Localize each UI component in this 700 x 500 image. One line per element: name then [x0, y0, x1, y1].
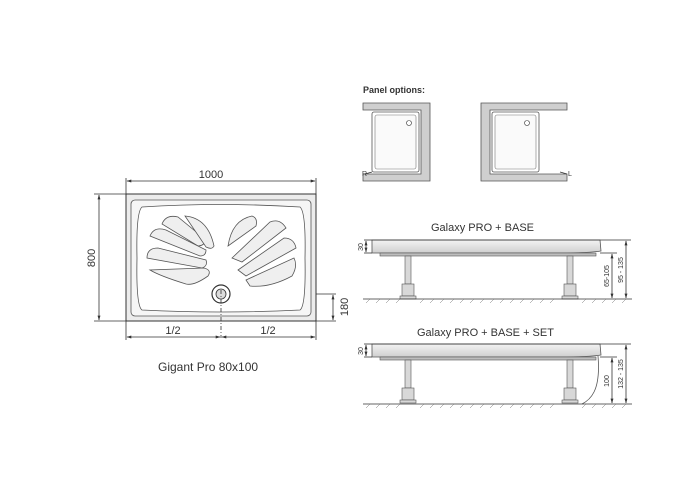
width-label: 1000	[199, 169, 223, 181]
section-base-title: Galaxy PRO + BASE	[431, 222, 534, 234]
section-base-set-tray	[371, 343, 602, 358]
section-base-set-total-label: 132 - 135	[618, 359, 625, 389]
section-base-rim-label: 30	[358, 243, 365, 251]
section-base-set-legs	[399, 359, 579, 404]
section-base-set-front-panel	[581, 355, 599, 405]
plan-view: 1000 800 1/2 1/2 180 Gigant Pro 80x100	[86, 169, 351, 374]
section-base-set-frame	[379, 356, 597, 361]
panel-option-left-corner: L	[480, 102, 572, 182]
section-base: Galaxy PRO + BASE	[358, 222, 632, 304]
plan-caption: Gigant Pro 80x100	[158, 360, 258, 374]
right-half-label: 1/2	[260, 325, 275, 337]
panel-r-basin	[374, 114, 417, 170]
panel-options-title: Panel options:	[363, 85, 425, 95]
height-label: 800	[86, 249, 98, 267]
section-base-legs	[399, 255, 579, 300]
panel-r-drain	[406, 120, 412, 126]
panel-option-right-corner: R	[362, 102, 431, 182]
panel-r-wall	[362, 102, 431, 182]
panel-l-drain	[524, 120, 530, 126]
left-half-label: 1/2	[165, 325, 180, 337]
panel-l-basin	[494, 114, 537, 170]
section-base-height-label: 65-105	[604, 265, 611, 287]
section-base-total-label: 95 - 135	[618, 257, 625, 283]
section-base-frame	[379, 252, 597, 257]
panel-l-wall	[480, 102, 568, 182]
panel-options: Panel options: R L	[362, 85, 572, 182]
left-fan-pattern	[146, 215, 215, 285]
panel-r-label: R	[362, 171, 367, 178]
panel-l-label: L	[568, 171, 572, 178]
section-base-set: Galaxy PRO + BASE + SET	[358, 327, 632, 409]
section-base-set-title: Galaxy PRO + BASE + SET	[417, 327, 554, 339]
drain-offset-label: 180	[339, 298, 351, 316]
section-base-set-rim-label: 30	[358, 347, 365, 355]
right-fan-pattern	[227, 215, 297, 287]
section-base-tray	[371, 239, 602, 254]
section-base-set-height-label: 100	[604, 375, 611, 387]
